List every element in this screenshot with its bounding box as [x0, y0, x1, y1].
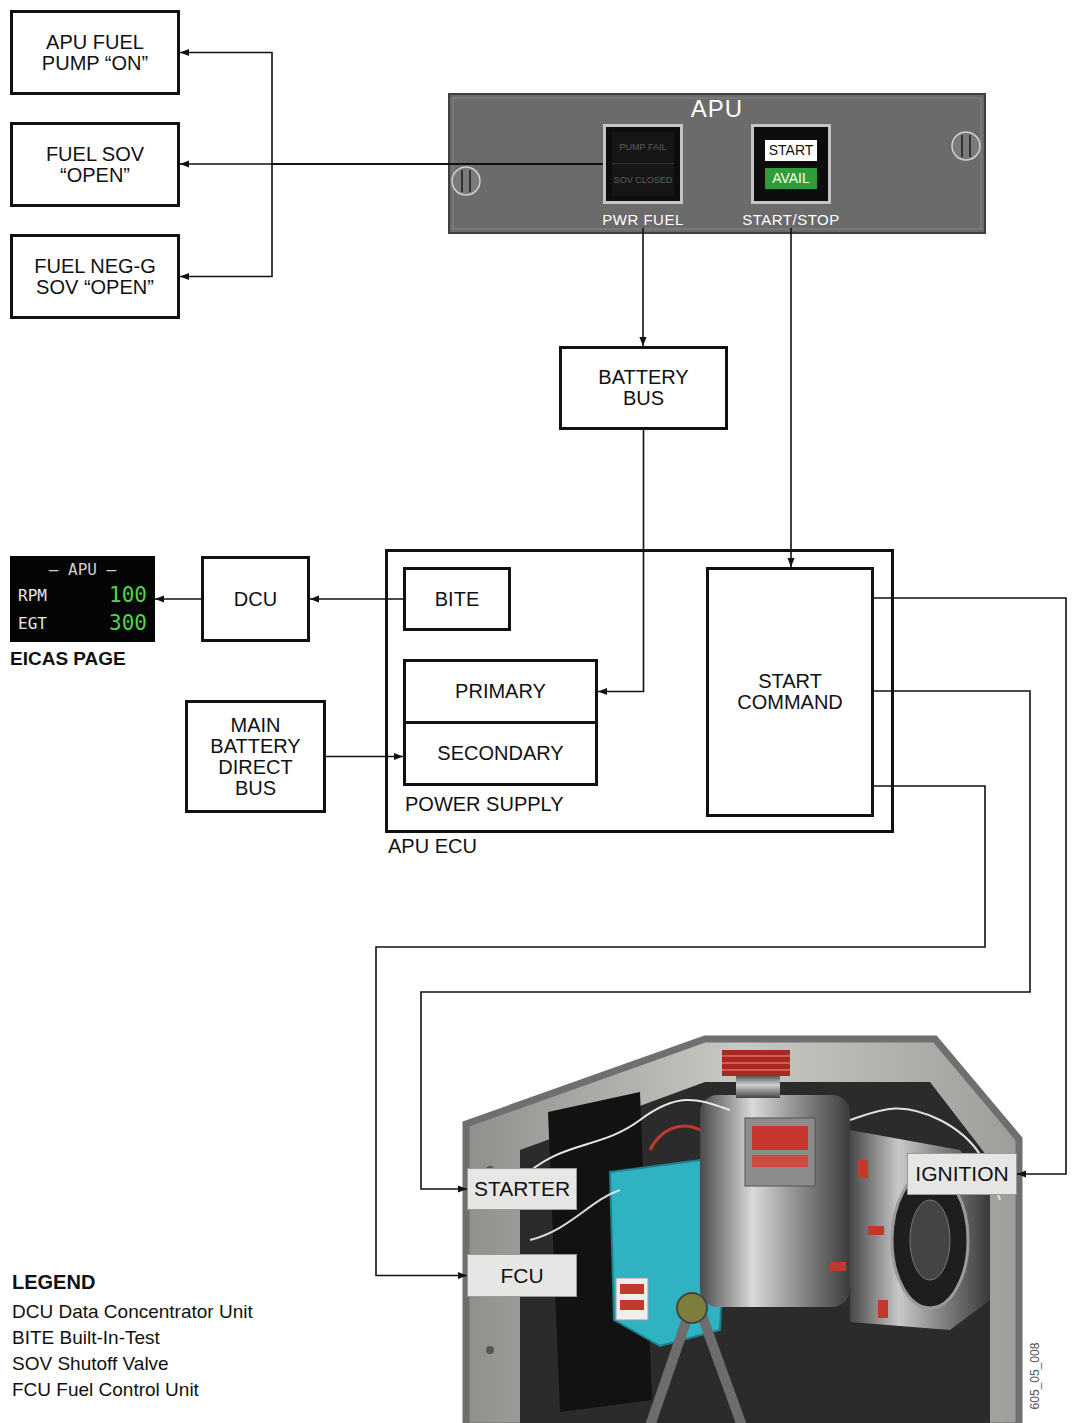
connector-arrow	[326, 756, 403, 758]
display-row: RPM 100	[18, 581, 147, 609]
button-legend: AVAIL	[765, 168, 817, 189]
label-slot: POWER SUPPLY	[405, 793, 564, 816]
module-box: SECONDARY	[403, 721, 598, 786]
eicas-display: – APU – RPM 100EGT 300EICAS PAGE	[10, 556, 155, 670]
command-box: FUEL SOV “OPEN”	[10, 122, 180, 207]
legend-title: LEGEND	[12, 1271, 95, 1294]
legend-entry: SOV Shutoff Valve	[12, 1353, 169, 1375]
figure-id: 605_05_008	[1028, 1335, 1042, 1417]
component-label: FCU	[500, 1264, 543, 1288]
button-caption: PWR FUEL	[602, 211, 684, 228]
component-tag: IGNITION	[907, 1153, 1017, 1195]
box-label: BITE	[435, 589, 479, 610]
legend-entry: BITE Built-In-Test	[12, 1327, 160, 1349]
pushbutton: PUMP FAIL SOV CLOSED PWR FUEL	[603, 124, 683, 228]
display-heading: – APU –	[18, 559, 147, 581]
connector-arrow	[310, 598, 403, 600]
box-label: SECONDARY	[437, 743, 563, 764]
module-box: START COMMAND	[706, 567, 874, 817]
parameter-value: 300	[109, 611, 147, 635]
box-label: BATTERY BUS	[592, 367, 695, 409]
connector-arrow	[642, 228, 644, 346]
display-screen: – APU – RPM 100EGT 300	[10, 556, 155, 642]
connector-arrow	[790, 228, 792, 567]
component-label: STARTER	[474, 1177, 570, 1201]
connector-arrow	[180, 53, 603, 165]
apu-compartment-illustration	[466, 1039, 1019, 1423]
legend-row: FCU Fuel Control Unit	[12, 1377, 253, 1403]
unit-box: DCU	[201, 556, 310, 642]
legend-row: SOV Shutoff Valve	[12, 1351, 253, 1377]
connector-arrow	[180, 164, 603, 277]
button-legend: SOV CLOSED	[612, 164, 674, 196]
connector-arrow	[376, 786, 985, 1276]
parameter-value: 100	[109, 583, 147, 607]
label-slot: 605_05_008	[1028, 1335, 1042, 1417]
box-label: PRIMARY	[455, 681, 546, 702]
display-row: EGT 300	[18, 609, 147, 637]
legend-row: BITE Built-In-Test	[12, 1325, 253, 1351]
box-label: FUEL NEG-G SOV “OPEN”	[27, 256, 163, 298]
button-legend: START	[765, 140, 817, 161]
connector-arrow	[155, 598, 201, 600]
button-legend: PUMP FAIL	[612, 132, 674, 164]
parameter-name: RPM	[18, 586, 47, 605]
annunciator-text: SOV CLOSED	[614, 176, 673, 185]
display-caption: EICAS PAGE	[10, 648, 155, 670]
parameter-name: EGT	[18, 614, 47, 633]
unit-caption: APU ECU	[388, 835, 477, 858]
component-tag: FCU	[467, 1254, 577, 1297]
legend-row: DCU Data Concentrator Unit	[12, 1299, 253, 1325]
component-label: IGNITION	[915, 1162, 1008, 1186]
panel-title: APU	[449, 94, 985, 123]
pushbutton: STARTAVAILSTART/STOP	[751, 124, 831, 228]
power-supply-group: PRIMARYSECONDARYPOWER SUPPLY	[403, 659, 598, 789]
annunciator-text: PUMP FAIL	[620, 143, 667, 152]
button-face: PUMP FAIL SOV CLOSED	[603, 124, 683, 204]
button-face: START AVAIL	[751, 124, 831, 204]
annunciator-text: START	[769, 143, 814, 157]
box-label: FUEL SOV “OPEN”	[27, 144, 163, 186]
legend: DCU Data Concentrator UnitBITE Built-In-…	[12, 1299, 253, 1403]
box-label: DCU	[234, 589, 277, 610]
label-slot: APU ECU	[388, 835, 477, 858]
legend-entry: FCU Fuel Control Unit	[12, 1379, 199, 1401]
connector-arrow	[874, 598, 1066, 1174]
command-box: APU FUEL PUMP “ON”	[10, 10, 180, 95]
box-label: APU FUEL PUMP “ON”	[27, 32, 163, 74]
button-caption: START/STOP	[742, 211, 840, 228]
ecu-box: BITE PRIMARY SECONDARY POWER SUPPLY START CO…	[385, 549, 894, 833]
bus-box: MAIN BATTERY DIRECT BUS	[185, 700, 326, 813]
label-slot: LEGEND	[12, 1271, 95, 1294]
annunciator-text: AVAIL	[772, 171, 810, 185]
bus-box: BATTERY BUS	[559, 346, 728, 430]
control-panel: PUMP FAILSOV CLOSEDPWR FUELSTARTAVAILSTA…	[449, 94, 985, 233]
module-box: BITE	[403, 567, 511, 631]
command-box: FUEL NEG-G SOV “OPEN”	[10, 234, 180, 319]
group-caption: POWER SUPPLY	[405, 793, 564, 816]
box-label: MAIN BATTERY DIRECT BUS	[196, 715, 315, 799]
legend-entry: DCU Data Concentrator Unit	[12, 1301, 253, 1323]
box-label: START COMMAND	[725, 671, 855, 713]
connector-arrow	[598, 430, 644, 692]
module-box: PRIMARY	[403, 659, 598, 724]
component-tag: STARTER	[467, 1168, 577, 1210]
